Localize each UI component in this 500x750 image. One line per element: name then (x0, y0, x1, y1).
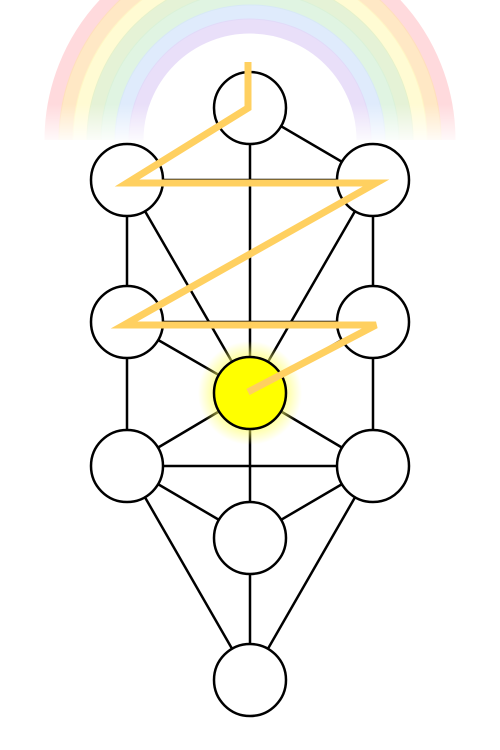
path-line (248, 465, 375, 681)
node (89, 428, 165, 504)
node (335, 428, 411, 504)
node (212, 500, 288, 576)
lightning-path (110, 62, 390, 396)
path-line (125, 465, 252, 681)
rainbow-arc (30, 0, 470, 141)
node (212, 642, 288, 718)
lightning-bolt (110, 62, 390, 396)
